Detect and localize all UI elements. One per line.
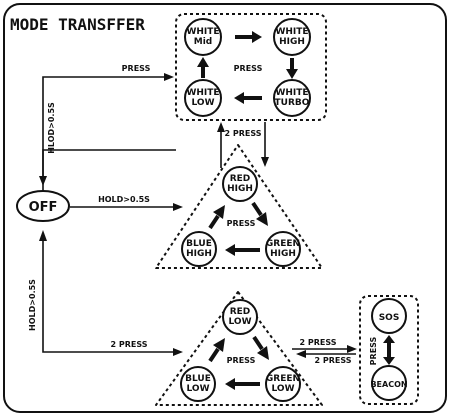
label-press-sos: PRESS	[369, 336, 378, 365]
arrow-low-to-off-hold	[39, 230, 47, 241]
node-blue-low: BLUE LOW	[180, 366, 216, 402]
node-off: OFF	[16, 190, 70, 222]
svg-text:RED: RED	[230, 174, 251, 184]
label-2press-off-to-low: 2 PRESS	[110, 340, 147, 349]
label-press-low: PRESS	[227, 356, 256, 365]
svg-text:LOW: LOW	[272, 384, 295, 394]
svg-text:LOW: LOW	[229, 317, 252, 327]
node-sos: SOS	[371, 298, 407, 334]
svg-text:GREEN: GREEN	[266, 374, 300, 384]
label-press-off-to-white: PRESS	[122, 64, 151, 73]
svg-text:BLUE: BLUE	[186, 239, 212, 249]
node-green-low: GREEN LOW	[265, 366, 301, 402]
node-white-turbo: WHITE TURBO	[273, 79, 311, 117]
arrow-white-to-high-2press	[261, 122, 269, 167]
low-mode-triangle	[155, 291, 323, 406]
arrow-blue-low-to-red-low	[208, 338, 225, 363]
arrow-white-to-off-hold	[39, 149, 176, 186]
arrow-white-low-to-mid	[197, 57, 209, 78]
label-press-white: PRESS	[234, 64, 263, 73]
svg-text:WHITE: WHITE	[275, 88, 308, 98]
svg-text:BEACON: BEACON	[370, 380, 407, 389]
svg-text:Mid: Mid	[194, 37, 212, 47]
arrow-white-high-to-turbo	[286, 58, 298, 79]
node-red-high: RED HIGH	[222, 166, 258, 202]
svg-text:HIGH: HIGH	[186, 249, 212, 259]
node-green-high: GREEN HIGH	[265, 231, 301, 267]
svg-text:SOS: SOS	[379, 313, 400, 323]
node-red-low: RED LOW	[222, 299, 258, 335]
label-hold-off-to-high: HOLD>0.5S	[98, 195, 150, 204]
high-mode-triangle	[155, 144, 323, 269]
label-2press-low-to-sos: 2 PRESS	[299, 338, 336, 347]
label-hold-white-to-off: HLOD>0.5S	[47, 102, 56, 154]
svg-text:GREEN: GREEN	[266, 239, 300, 249]
arrow-sos-to-low-2press	[296, 350, 356, 358]
svg-text:HIGH: HIGH	[279, 37, 305, 47]
arrow-off-to-high-hold	[70, 203, 183, 211]
svg-text:HIGH: HIGH	[270, 249, 296, 259]
arrow-blue-high-to-red-high	[208, 205, 225, 230]
arrow-white-mid-to-high	[235, 31, 262, 43]
arrow-red-low-to-green-low	[252, 335, 269, 360]
arrow-high-to-white-2press	[217, 122, 225, 168]
label-2press-sos-to-low: 2 PRESS	[314, 356, 351, 365]
node-white-mid: WHITE Mid	[184, 18, 222, 56]
arrow-off-to-low-2press	[42, 240, 183, 356]
svg-text:RED: RED	[230, 307, 251, 317]
arrow-green-high-to-blue-high	[225, 244, 260, 256]
node-blue-high: BLUE HIGH	[181, 231, 217, 267]
label-2press-white-high: 2 PRESS	[224, 129, 261, 138]
svg-text:OFF: OFF	[29, 200, 58, 215]
arrow-low-to-sos-2press	[292, 345, 357, 353]
outer-frame	[3, 3, 447, 413]
sos-beacon-group	[359, 295, 419, 405]
svg-text:LOW: LOW	[187, 384, 210, 394]
arrow-green-low-to-blue-low	[225, 378, 260, 390]
node-white-high: WHITE HIGH	[273, 18, 311, 56]
label-press-high: PRESS	[227, 219, 256, 228]
svg-text:WHITE: WHITE	[275, 27, 308, 37]
svg-text:TURBO: TURBO	[275, 98, 310, 108]
arrow-red-high-to-green-high	[251, 201, 268, 226]
svg-text:WHITE: WHITE	[186, 88, 219, 98]
svg-text:HIGH: HIGH	[227, 184, 253, 194]
svg-text:WHITE: WHITE	[186, 27, 219, 37]
white-mode-group	[175, 13, 327, 121]
arrow-off-to-white-press	[42, 73, 174, 191]
arrow-white-turbo-to-low	[234, 92, 262, 104]
diagram-title: MODE TRANSFFER	[10, 15, 145, 34]
arrow-sos-beacon-toggle	[383, 335, 395, 365]
node-beacon: BEACON	[370, 365, 408, 401]
label-hold-low-to-off: HOLD>0.5S	[28, 279, 37, 331]
svg-text:LOW: LOW	[192, 98, 215, 108]
node-white-low: WHITE LOW	[184, 79, 222, 117]
svg-text:BLUE: BLUE	[185, 374, 211, 384]
